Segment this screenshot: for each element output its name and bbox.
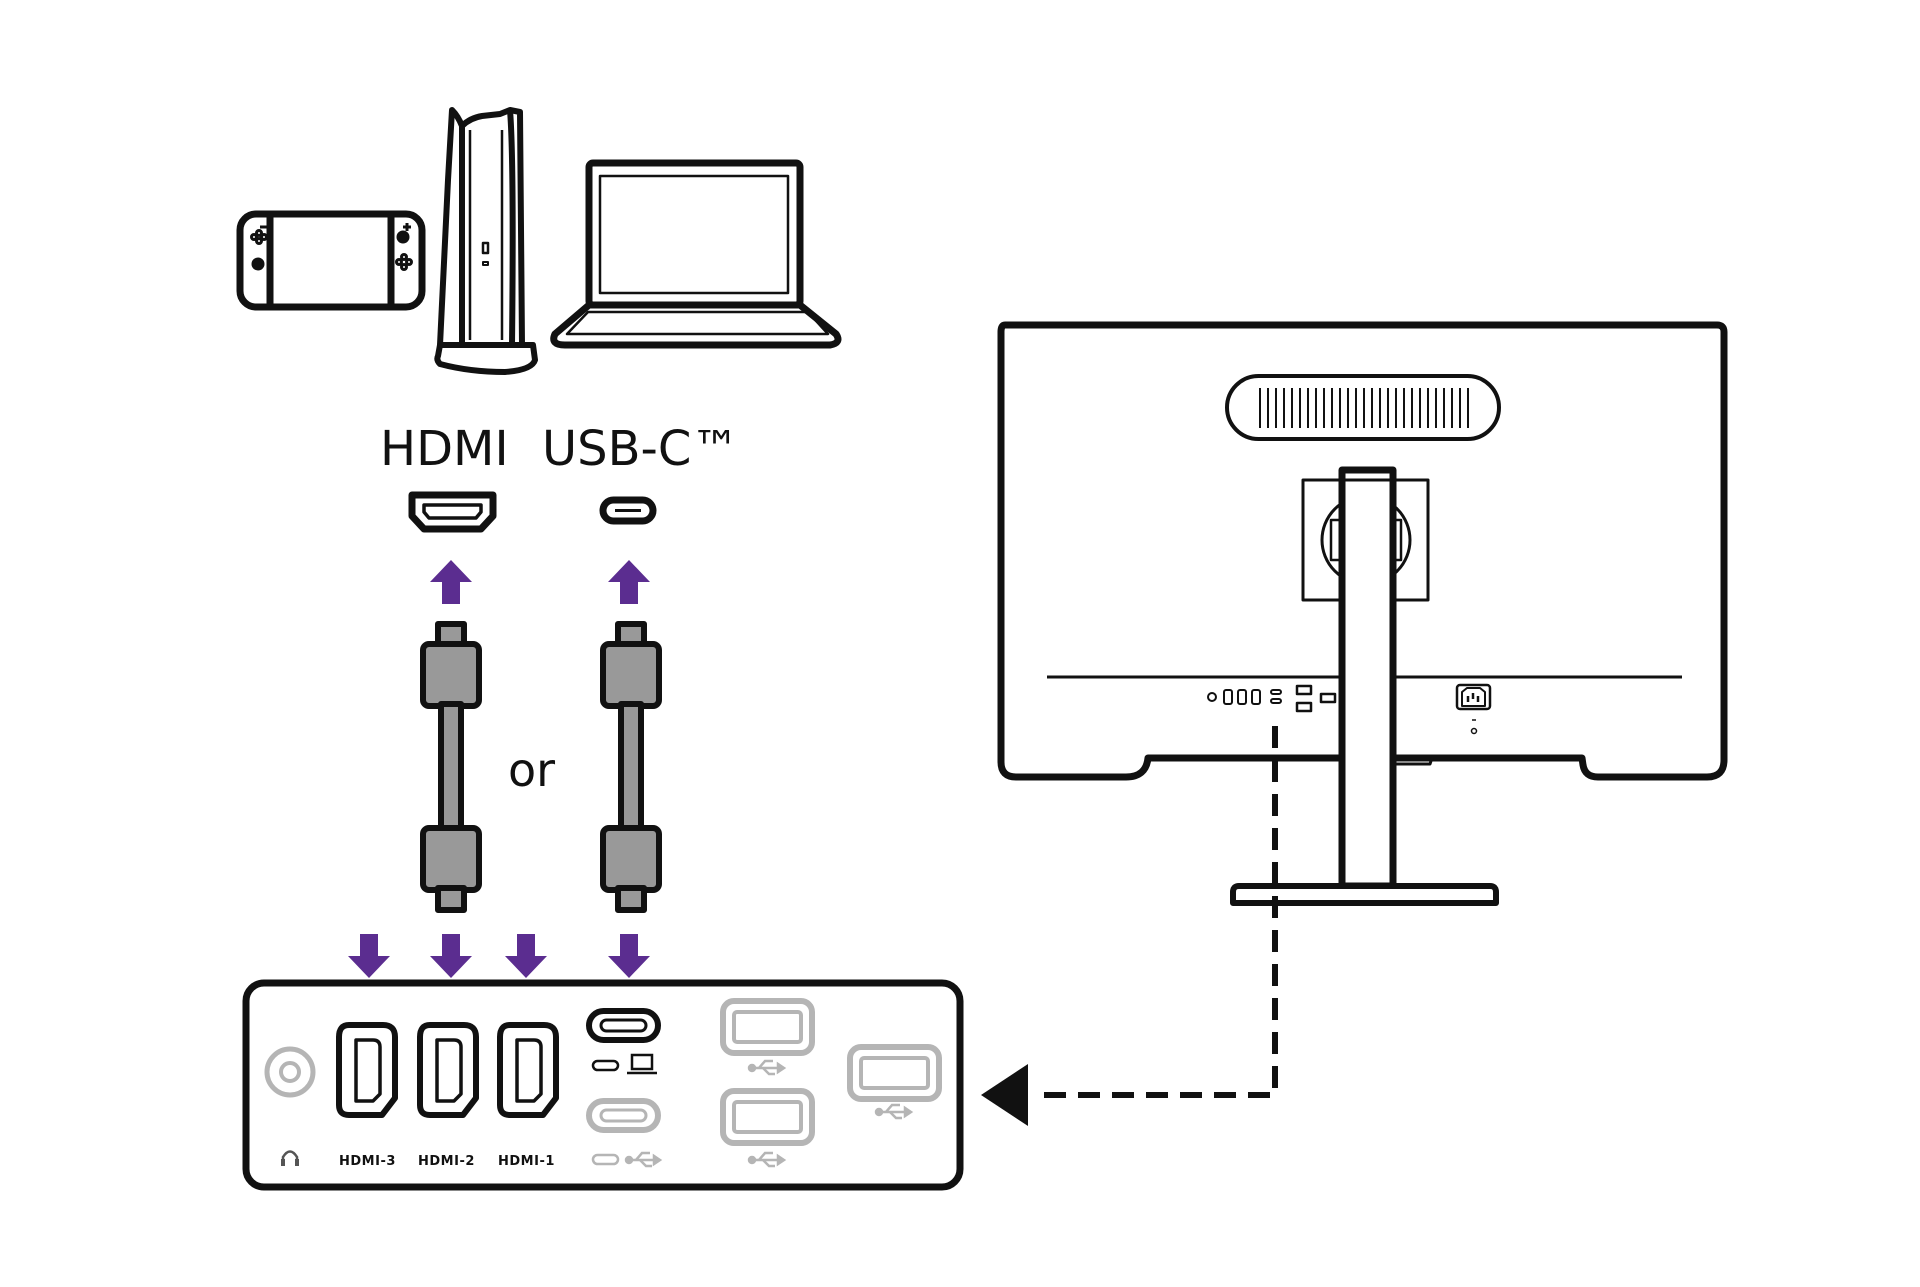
usbc-label: USB-C™ [542, 421, 739, 477]
arrows-group [348, 560, 650, 978]
usbc-usb-symbol-icon [591, 1151, 663, 1168]
usbc-video-port [586, 1008, 661, 1043]
laptop-icon [550, 159, 842, 349]
usb-symbol-icon-upstream [874, 1103, 914, 1120]
io-panel: HDMI-3 HDMI-2 HDMI-1 [242, 979, 964, 1191]
arrow-down-hdmi3-icon [348, 934, 390, 978]
monitor-port-strip [1207, 684, 1337, 713]
hdmi-connector-icon [408, 491, 497, 533]
power-socket [1455, 683, 1492, 711]
game-console-handheld-icon [236, 210, 426, 311]
pointer-arrow-icon [981, 1064, 1028, 1126]
usbc-connector-icon [599, 496, 657, 525]
usb-symbol-icon-bottom [747, 1151, 787, 1168]
arrow-down-hdmi1-icon [505, 934, 547, 978]
hdmi1-port-label: HDMI-1 [498, 1154, 555, 1169]
hdmi-cable [420, 621, 482, 913]
usbc-laptop-icon [591, 1053, 657, 1075]
hdmi1-port [497, 1022, 559, 1118]
usbc-data-port [586, 1098, 661, 1133]
hdmi2-port-label: HDMI-2 [418, 1154, 475, 1169]
arrow-up-hdmi-icon [430, 560, 472, 604]
usb-a-port-top [720, 998, 815, 1056]
hdmi3-port [336, 1022, 398, 1118]
hdmi-label: HDMI [380, 421, 509, 477]
hdmi3-port-label: HDMI-3 [339, 1154, 396, 1169]
arrow-down-hdmi2-icon [430, 934, 472, 978]
headphone-jack [264, 1046, 316, 1098]
or-label: or [508, 743, 555, 797]
vent-slots [1259, 388, 1469, 428]
arrow-up-usbc-icon [608, 560, 650, 604]
hdmi2-port [417, 1022, 479, 1118]
game-console-tower-icon [434, 107, 538, 375]
usbc-cable [600, 621, 662, 913]
usb-symbol-icon-top [747, 1059, 787, 1076]
monitor-rear-view [997, 321, 1728, 906]
headphone-icon [281, 1150, 299, 1166]
usb-a-port-upstream [847, 1044, 942, 1102]
power-icon [1470, 719, 1478, 735]
dashed-connector [981, 726, 1278, 1126]
usb-a-port-bottom [720, 1088, 815, 1146]
arrow-down-usbc-icon [608, 934, 650, 978]
